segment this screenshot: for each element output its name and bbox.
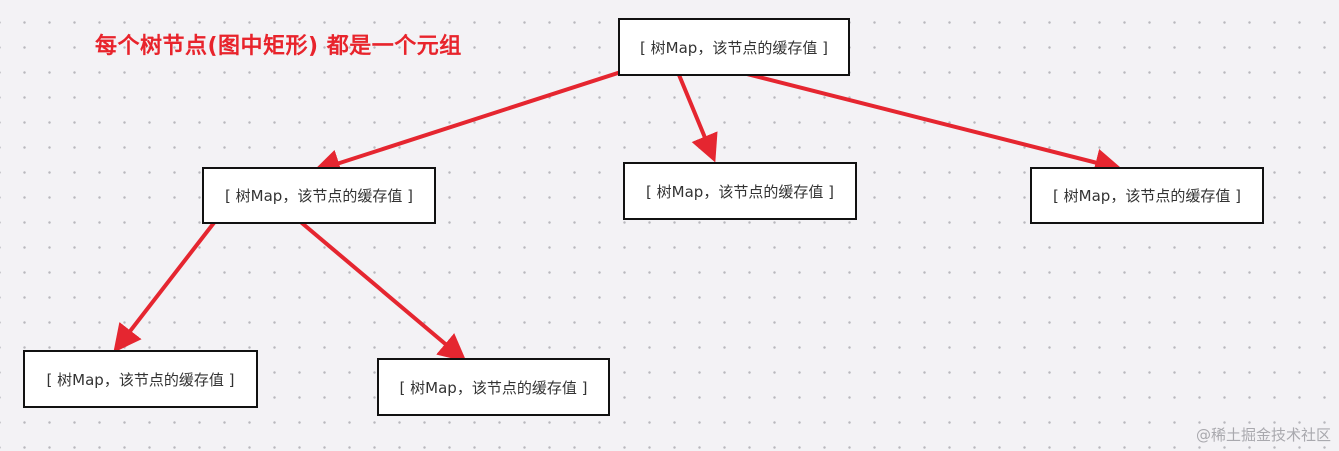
watermark: @稀土掘金技术社区 (1195, 426, 1331, 444)
tree-node-child-middle: [ 树Map，该节点的缓存值 ] (623, 162, 857, 220)
tree-node-root: [ 树Map，该节点的缓存值 ] (618, 18, 850, 76)
diagram-title: 每个树节点(图中矩形) 都是一个元组 (95, 34, 462, 59)
tree-node-child-left: [ 树Map，该节点的缓存值 ] (202, 167, 436, 224)
edge-root-to-child-left (312, 58, 660, 177)
tree-node-grandchild-right: [ 树Map，该节点的缓存值 ] (377, 358, 610, 416)
tree-node-grandchild-left: [ 树Map，该节点的缓存值 ] (23, 350, 258, 408)
tree-node-child-right: [ 树Map，该节点的缓存值 ] (1030, 167, 1264, 224)
